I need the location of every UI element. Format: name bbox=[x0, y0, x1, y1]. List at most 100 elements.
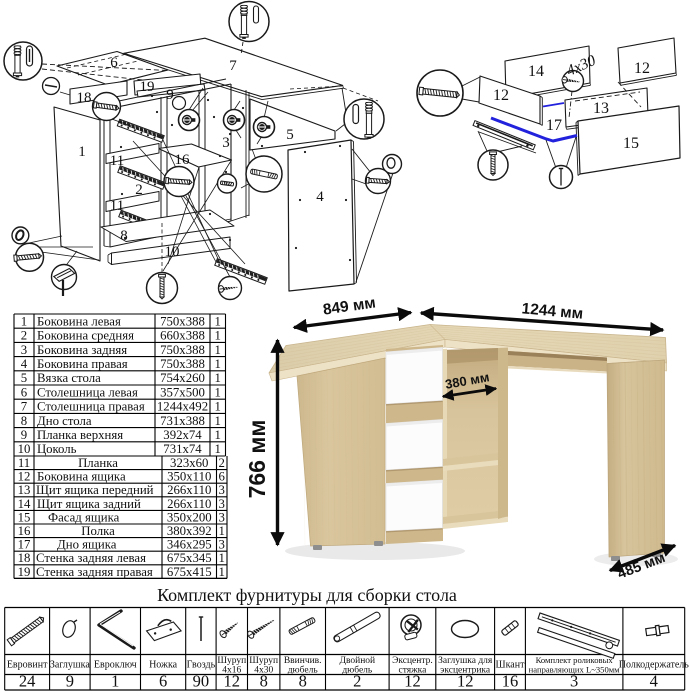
svg-text:8: 8 bbox=[21, 414, 27, 428]
svg-text:11: 11 bbox=[110, 153, 124, 169]
svg-text:750x388: 750x388 bbox=[160, 343, 205, 357]
svg-text:12: 12 bbox=[634, 60, 650, 77]
svg-text:90: 90 bbox=[193, 672, 210, 691]
svg-text:6: 6 bbox=[110, 55, 118, 71]
svg-text:350x110: 350x110 bbox=[167, 470, 211, 484]
svg-text:1: 1 bbox=[215, 314, 221, 328]
svg-text:дюбель: дюбель bbox=[288, 664, 319, 675]
svg-text:1: 1 bbox=[21, 314, 27, 328]
svg-text:750x388: 750x388 bbox=[160, 314, 205, 328]
svg-text:Дно стола: Дно стола bbox=[37, 414, 92, 428]
svg-text:7: 7 bbox=[21, 400, 28, 414]
svg-text:1: 1 bbox=[78, 144, 86, 160]
svg-text:6: 6 bbox=[21, 385, 28, 399]
svg-text:Щит ящика передний: Щит ящика передний bbox=[36, 483, 154, 497]
svg-text:дюбель: дюбель bbox=[342, 664, 373, 675]
svg-text:3: 3 bbox=[21, 343, 27, 357]
svg-text:1: 1 bbox=[215, 400, 221, 414]
svg-text:Ввинчив.: Ввинчив. bbox=[284, 656, 322, 666]
svg-text:Заглушка для: Заглушка для bbox=[438, 656, 493, 666]
svg-text:1244x492: 1244x492 bbox=[157, 400, 208, 414]
svg-text:13: 13 bbox=[18, 483, 31, 497]
svg-text:2: 2 bbox=[21, 329, 27, 343]
svg-text:6: 6 bbox=[219, 470, 226, 484]
svg-text:3: 3 bbox=[570, 672, 578, 691]
svg-text:Планка верхняя: Планка верхняя bbox=[37, 428, 123, 442]
svg-text:18: 18 bbox=[77, 90, 92, 106]
svg-text:675x415: 675x415 bbox=[167, 565, 212, 579]
svg-text:Щит ящика задний: Щит ящика задний bbox=[37, 497, 141, 511]
svg-text:4: 4 bbox=[650, 672, 658, 691]
svg-text:350x200: 350x200 bbox=[167, 510, 212, 524]
svg-text:754x260: 754x260 bbox=[160, 371, 205, 385]
svg-text:16: 16 bbox=[502, 672, 519, 691]
svg-text:Боковина левая: Боковина левая bbox=[37, 314, 121, 328]
svg-text:Заглушка: Заглушка bbox=[50, 660, 90, 671]
svg-text:8: 8 bbox=[120, 228, 128, 244]
svg-text:Полка: Полка bbox=[81, 524, 115, 538]
svg-text:323x60: 323x60 bbox=[170, 456, 208, 470]
svg-text:1: 1 bbox=[215, 414, 221, 428]
svg-text:5: 5 bbox=[21, 371, 27, 385]
svg-text:392x74: 392x74 bbox=[163, 428, 202, 442]
svg-text:5: 5 bbox=[286, 127, 294, 143]
svg-text:Столешница левая: Столешница левая bbox=[37, 385, 138, 399]
svg-text:9: 9 bbox=[166, 87, 174, 103]
svg-text:731x388: 731x388 bbox=[160, 414, 205, 428]
svg-text:1: 1 bbox=[215, 385, 221, 399]
svg-text:750x388: 750x388 bbox=[160, 357, 205, 371]
svg-text:14: 14 bbox=[528, 63, 544, 80]
svg-text:675x345: 675x345 bbox=[167, 551, 212, 565]
svg-text:1: 1 bbox=[215, 442, 221, 456]
svg-text:1: 1 bbox=[219, 524, 225, 538]
svg-text:16: 16 bbox=[18, 524, 31, 538]
svg-text:380x392: 380x392 bbox=[167, 524, 212, 538]
svg-text:1: 1 bbox=[215, 371, 221, 385]
svg-text:14: 14 bbox=[18, 497, 31, 511]
svg-text:Стенка задняя левая: Стенка задняя левая bbox=[36, 551, 146, 565]
svg-text:Боковина ящика: Боковина ящика bbox=[37, 470, 126, 484]
svg-text:346x295: 346x295 bbox=[167, 538, 212, 552]
svg-text:1: 1 bbox=[111, 672, 119, 691]
svg-text:3: 3 bbox=[219, 483, 225, 497]
svg-text:266x110: 266x110 bbox=[167, 497, 211, 511]
svg-text:10: 10 bbox=[18, 442, 31, 456]
svg-text:Двойной: Двойной bbox=[339, 655, 375, 666]
svg-text:9: 9 bbox=[21, 428, 27, 442]
svg-text:Боковина средняя: Боковина средняя bbox=[37, 329, 134, 343]
svg-text:18: 18 bbox=[18, 551, 31, 565]
svg-text:8: 8 bbox=[299, 672, 307, 691]
svg-text:1: 1 bbox=[219, 565, 225, 579]
svg-text:Комплект фурнитуры для сборки: Комплект фурнитуры для сборки стола bbox=[157, 585, 457, 605]
svg-text:19: 19 bbox=[18, 565, 31, 579]
svg-text:3: 3 bbox=[219, 538, 225, 552]
svg-text:2: 2 bbox=[135, 182, 143, 198]
svg-text:11: 11 bbox=[110, 198, 124, 214]
svg-text:4: 4 bbox=[316, 189, 324, 205]
svg-text:1: 1 bbox=[215, 329, 221, 343]
svg-text:19: 19 bbox=[140, 79, 155, 95]
svg-text:266x110: 266x110 bbox=[167, 483, 211, 497]
svg-text:Гвоздь: Гвоздь bbox=[187, 660, 216, 671]
svg-text:стяжка: стяжка bbox=[399, 665, 428, 675]
svg-text:24: 24 bbox=[19, 672, 36, 691]
svg-text:17: 17 bbox=[18, 538, 31, 552]
svg-text:11: 11 bbox=[18, 456, 30, 470]
svg-text:660x388: 660x388 bbox=[160, 329, 205, 343]
svg-text:Шкант: Шкант bbox=[496, 660, 526, 671]
svg-text:12: 12 bbox=[457, 672, 474, 691]
svg-text:17: 17 bbox=[546, 117, 562, 134]
svg-text:12: 12 bbox=[493, 87, 509, 104]
svg-text:4x16: 4x16 bbox=[222, 665, 241, 675]
svg-text:10: 10 bbox=[165, 244, 180, 260]
svg-text:Эксцентр.: Эксцентр. bbox=[392, 656, 433, 666]
svg-text:1: 1 bbox=[219, 551, 225, 565]
svg-text:12: 12 bbox=[18, 470, 31, 484]
svg-text:Дно ящика: Дно ящика bbox=[57, 538, 117, 552]
svg-text:направляющих L~350мм: направляющих L~350мм bbox=[529, 664, 621, 674]
svg-text:эксцентрика: эксцентрика bbox=[440, 665, 491, 675]
svg-text:Фасад ящика: Фасад ящика bbox=[48, 510, 120, 524]
svg-text:8: 8 bbox=[260, 672, 268, 691]
svg-text:Столешница правая: Столешница правая bbox=[37, 400, 145, 414]
svg-text:7: 7 bbox=[229, 58, 237, 74]
